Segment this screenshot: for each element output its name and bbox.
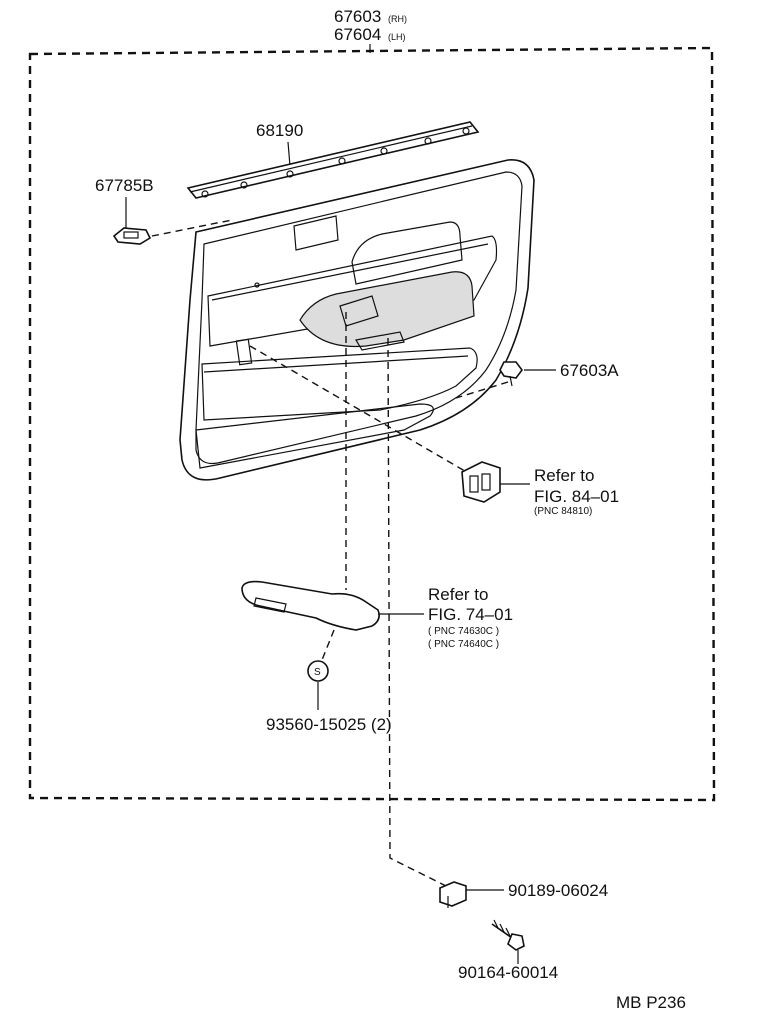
clip-part: [499, 361, 523, 387]
nut-part: [439, 881, 467, 908]
bolt-part: [491, 919, 525, 951]
page-code: MB P236: [616, 993, 686, 1012]
assembly-boundary: [28, 46, 716, 802]
dash-nut: [387, 337, 447, 887]
label-clip: 67603A: [560, 361, 619, 380]
label-screw: 93560-15025 (2): [266, 715, 392, 734]
armrest-ref-pnc2: ( PNC 74640C ): [428, 639, 499, 650]
armrest-ref-line2: FIG. 74–01: [428, 605, 513, 624]
label-bezel: 67785B: [95, 176, 154, 195]
dash-clip: [455, 381, 509, 399]
armrest-ref-line1: Refer to: [428, 585, 488, 604]
dash-switch: [249, 345, 471, 475]
label-weatherstrip: 68190: [256, 121, 303, 140]
label-panel-lh-suffix: (LH): [388, 32, 406, 42]
switch-ref-line1: Refer to: [534, 466, 594, 485]
window-switch-part: [461, 461, 501, 503]
armrest-handle-part: [241, 580, 380, 631]
weatherstrip-part: [186, 121, 480, 199]
screw-symbol: S: [314, 667, 321, 678]
bezel-part: [112, 227, 152, 245]
label-bolt: 90164-60014: [458, 963, 558, 982]
armrest-ref-pnc1: ( PNC 74630C ): [428, 626, 499, 637]
switch-ref-pnc: (PNC 84810): [534, 506, 592, 517]
label-panel-lh: 67604: [334, 25, 381, 44]
screw-symbol-circle: [307, 660, 329, 682]
leader-weatherstrip: [287, 141, 291, 167]
switch-ref-line2: FIG. 84–01: [534, 487, 619, 506]
dash-bezel: [151, 219, 233, 237]
label-nut: 90189-06024: [508, 881, 608, 900]
dash-screw: [321, 629, 335, 661]
label-panel-rh-suffix: (RH): [388, 14, 407, 24]
label-panel-rh: 67603: [334, 7, 381, 26]
door-trim-panel: [179, 159, 535, 481]
